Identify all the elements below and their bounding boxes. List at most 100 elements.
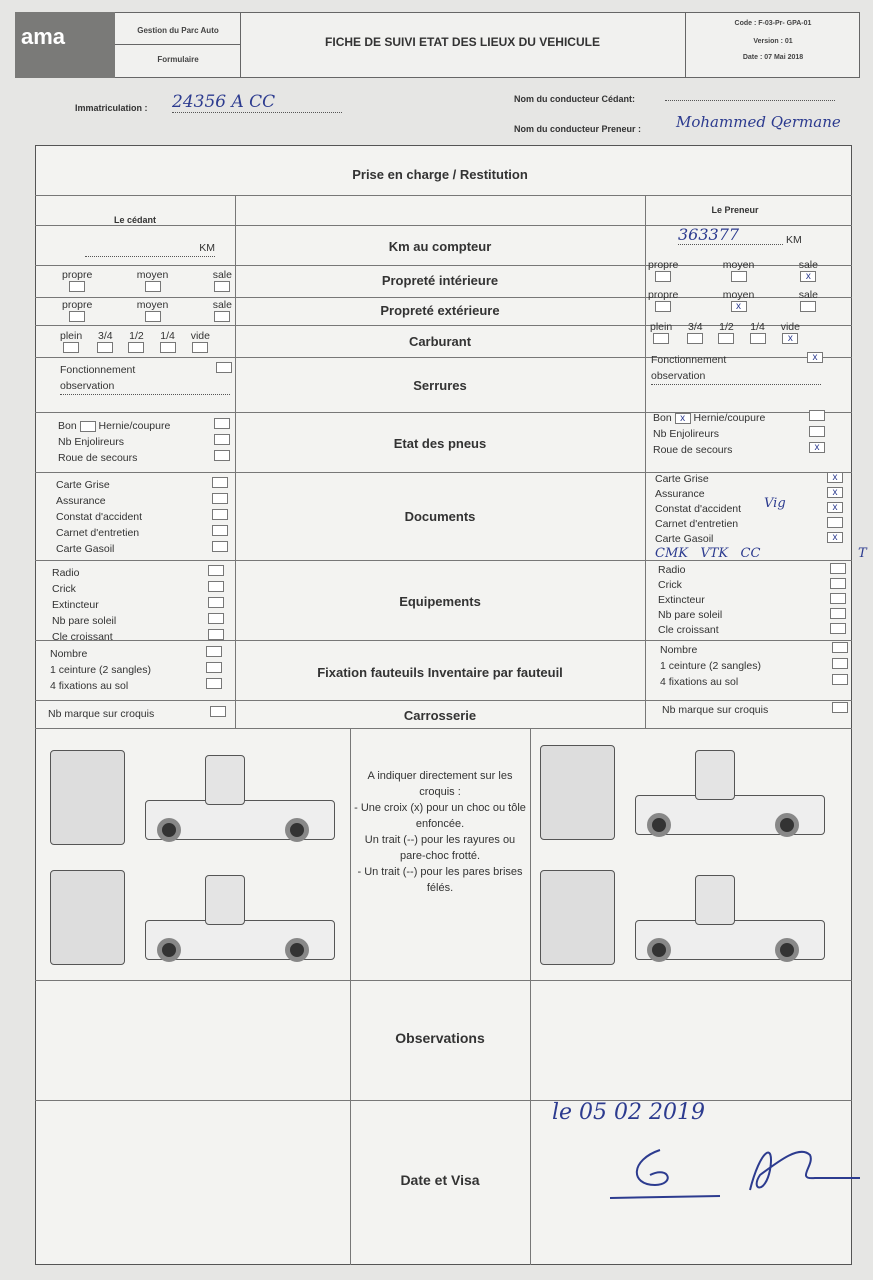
checkbox[interactable] bbox=[192, 342, 209, 353]
checkbox[interactable] bbox=[830, 608, 846, 619]
checkbox[interactable] bbox=[655, 271, 672, 282]
checkbox[interactable] bbox=[832, 658, 848, 669]
checkbox[interactable] bbox=[809, 410, 825, 421]
option[interactable]: moyen bbox=[137, 270, 168, 292]
checkbox[interactable] bbox=[159, 342, 176, 353]
prop-ext-options: propre moyen sale bbox=[62, 300, 232, 322]
checkbox[interactable] bbox=[206, 662, 222, 673]
checkbox[interactable] bbox=[832, 702, 848, 713]
list-item: Cle croissant bbox=[658, 623, 846, 638]
checkbox-checked[interactable]: x bbox=[674, 412, 691, 424]
checkbox[interactable] bbox=[144, 311, 161, 322]
option[interactable]: moyen bbox=[137, 300, 168, 322]
km-preneur-field[interactable]: 363377 bbox=[678, 225, 783, 245]
km-label: Km au compteur bbox=[388, 239, 492, 254]
checkbox[interactable] bbox=[214, 281, 231, 292]
checkbox-checked[interactable]: x bbox=[782, 333, 799, 344]
option[interactable]: plein bbox=[60, 331, 82, 353]
checkbox[interactable] bbox=[212, 509, 228, 520]
checkbox[interactable] bbox=[830, 623, 846, 634]
checkbox[interactable] bbox=[79, 420, 96, 432]
checkbox[interactable] bbox=[214, 434, 230, 445]
checkbox[interactable] bbox=[97, 342, 114, 353]
checkbox[interactable] bbox=[800, 301, 817, 312]
checkbox[interactable] bbox=[128, 342, 145, 353]
checkbox[interactable] bbox=[214, 311, 231, 322]
checkbox[interactable] bbox=[206, 678, 222, 689]
option-label: propre bbox=[648, 289, 679, 301]
option[interactable]: 1/4 bbox=[159, 331, 176, 353]
date-field[interactable]: le 05 02 2019 bbox=[552, 1100, 706, 1125]
checkbox[interactable] bbox=[718, 333, 735, 344]
checkbox-checked[interactable]: x bbox=[730, 301, 747, 312]
observations-cedant-field[interactable] bbox=[35, 981, 350, 1099]
instruction-line: - Un trait (--) pour les pares brises fé… bbox=[357, 866, 523, 894]
cedant-name-field[interactable] bbox=[665, 97, 835, 101]
checkbox[interactable] bbox=[653, 333, 670, 344]
checkbox[interactable] bbox=[809, 426, 825, 437]
option[interactable]: 3/4 bbox=[687, 322, 704, 344]
checkbox[interactable] bbox=[144, 281, 161, 292]
checkbox[interactable] bbox=[212, 525, 228, 536]
observation-field[interactable]: observation bbox=[60, 378, 230, 395]
checkbox[interactable] bbox=[69, 281, 86, 292]
checkbox[interactable] bbox=[212, 477, 228, 488]
checkbox-checked[interactable]: x bbox=[827, 472, 843, 483]
checkbox-checked[interactable]: x bbox=[800, 271, 817, 282]
checkbox[interactable] bbox=[214, 450, 230, 461]
checkbox[interactable] bbox=[208, 629, 224, 640]
km-cedant-field[interactable]: KM bbox=[85, 240, 215, 257]
option[interactable]: sale bbox=[799, 290, 818, 312]
option[interactable]: propre bbox=[648, 290, 678, 312]
option[interactable]: 1/4 bbox=[749, 322, 766, 344]
checkbox[interactable] bbox=[208, 581, 224, 592]
observation-field[interactable]: observation bbox=[651, 368, 821, 385]
checkbox[interactable] bbox=[730, 271, 747, 282]
option[interactable]: sale bbox=[213, 270, 232, 292]
checkbox[interactable] bbox=[216, 362, 232, 373]
checkbox[interactable] bbox=[206, 646, 222, 657]
checkbox[interactable] bbox=[210, 706, 226, 717]
checkbox[interactable] bbox=[749, 333, 766, 344]
checkbox-checked[interactable]: x bbox=[827, 502, 843, 513]
checkbox[interactable] bbox=[214, 418, 230, 429]
option[interactable]: 3/4 bbox=[97, 331, 114, 353]
option[interactable]: propre bbox=[62, 270, 92, 292]
checkbox[interactable] bbox=[830, 593, 846, 604]
checkbox-checked[interactable]: x bbox=[827, 487, 843, 498]
checkbox[interactable] bbox=[832, 642, 848, 653]
observations-preneur-field[interactable] bbox=[531, 981, 852, 1099]
checkbox[interactable] bbox=[208, 565, 224, 576]
option[interactable]: propre bbox=[648, 260, 678, 282]
option[interactable]: 1/2 bbox=[718, 322, 735, 344]
option[interactable]: 1/2 bbox=[128, 331, 145, 353]
checkbox-checked[interactable]: x bbox=[809, 442, 825, 453]
checkbox[interactable] bbox=[830, 578, 846, 589]
checkbox[interactable] bbox=[655, 301, 672, 312]
item-label: Constat d'accident bbox=[56, 511, 143, 523]
option[interactable]: sale bbox=[213, 300, 232, 322]
checkbox-checked[interactable]: x bbox=[827, 532, 843, 543]
option-label: sale bbox=[212, 269, 232, 281]
checkbox[interactable] bbox=[212, 493, 228, 504]
immatriculation-field[interactable]: 24356 A CC bbox=[172, 92, 342, 113]
checkbox[interactable] bbox=[63, 342, 80, 353]
checkbox-checked[interactable]: x bbox=[807, 352, 823, 363]
option[interactable]: vide bbox=[191, 331, 210, 353]
checkbox[interactable] bbox=[827, 517, 843, 528]
checkbox[interactable] bbox=[208, 597, 224, 608]
preneur-name-field[interactable]: Mohammed Qermane bbox=[676, 113, 841, 131]
option[interactable]: plein bbox=[650, 322, 672, 344]
checkbox[interactable] bbox=[69, 311, 86, 322]
checkbox[interactable] bbox=[832, 674, 848, 685]
checkbox[interactable] bbox=[208, 613, 224, 624]
option[interactable]: moyen bbox=[723, 260, 754, 282]
option[interactable]: propre bbox=[62, 300, 92, 322]
checkbox[interactable] bbox=[687, 333, 704, 344]
checkbox[interactable] bbox=[212, 541, 228, 552]
checkbox[interactable] bbox=[830, 563, 846, 574]
